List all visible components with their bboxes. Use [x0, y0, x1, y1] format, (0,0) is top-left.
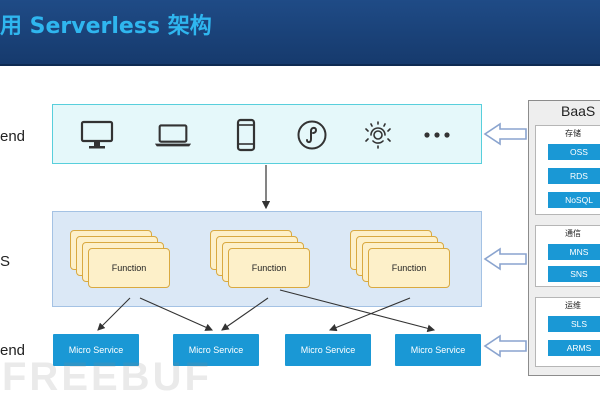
micro-service-box: Micro Service [173, 334, 259, 366]
micro-service-box: Micro Service [53, 334, 139, 366]
baas-group-messaging: 通信 MNS SNS [535, 225, 600, 287]
slide-title: 用 Serverless 架构 [0, 14, 212, 39]
baas-group-operations: 运维 SLS ARMS [535, 297, 600, 367]
baas-to-frontend-arrow [483, 122, 527, 146]
fingerprint-chip-icon [358, 115, 398, 155]
row-label-backend: end [0, 342, 26, 359]
baas-group-title: 存储 [565, 129, 581, 138]
frontend-devices-panel [52, 104, 482, 164]
smartphone-icon [226, 115, 266, 155]
baas-item-nosql: NoSQL [548, 192, 600, 208]
more-dots-icon [417, 115, 457, 155]
baas-group-title: 运维 [565, 301, 581, 310]
baas-group-storage: 存储 OSS RDS NoSQL [535, 125, 600, 215]
baas-group-title: 通信 [565, 229, 581, 238]
desktop-monitor-icon [77, 115, 117, 155]
baas-item-oss: OSS [548, 144, 600, 160]
baas-item-sns: SNS [548, 266, 600, 282]
function-card: Function [88, 248, 170, 288]
baas-item-mns: MNS [548, 244, 600, 260]
banner-divider [0, 64, 600, 66]
row-label-faas: S [0, 253, 11, 270]
micro-service-box: Micro Service [395, 334, 481, 366]
micro-service-box: Micro Service [285, 334, 371, 366]
baas-to-faas-arrow [483, 247, 527, 271]
function-card: Function [228, 248, 310, 288]
baas-item-arms: ARMS [548, 340, 600, 356]
freebuf-watermark: FREEBUF [2, 355, 212, 399]
title-banner: 用 Serverless 架构 [0, 0, 600, 64]
faas-function-panel: Function Function Function [52, 211, 482, 307]
baas-panel: BaaS 存储 OSS RDS NoSQL 通信 MNS SNS 运维 SLS … [528, 100, 600, 376]
baas-item-sls: SLS [548, 316, 600, 332]
row-label-frontend: end [0, 128, 26, 145]
baas-item-rds: RDS [548, 168, 600, 184]
baas-title: BaaS [561, 103, 596, 119]
mini-program-icon [292, 115, 332, 155]
function-card: Function [368, 248, 450, 288]
laptop-icon [153, 115, 193, 155]
baas-to-backend-arrow [483, 334, 527, 358]
